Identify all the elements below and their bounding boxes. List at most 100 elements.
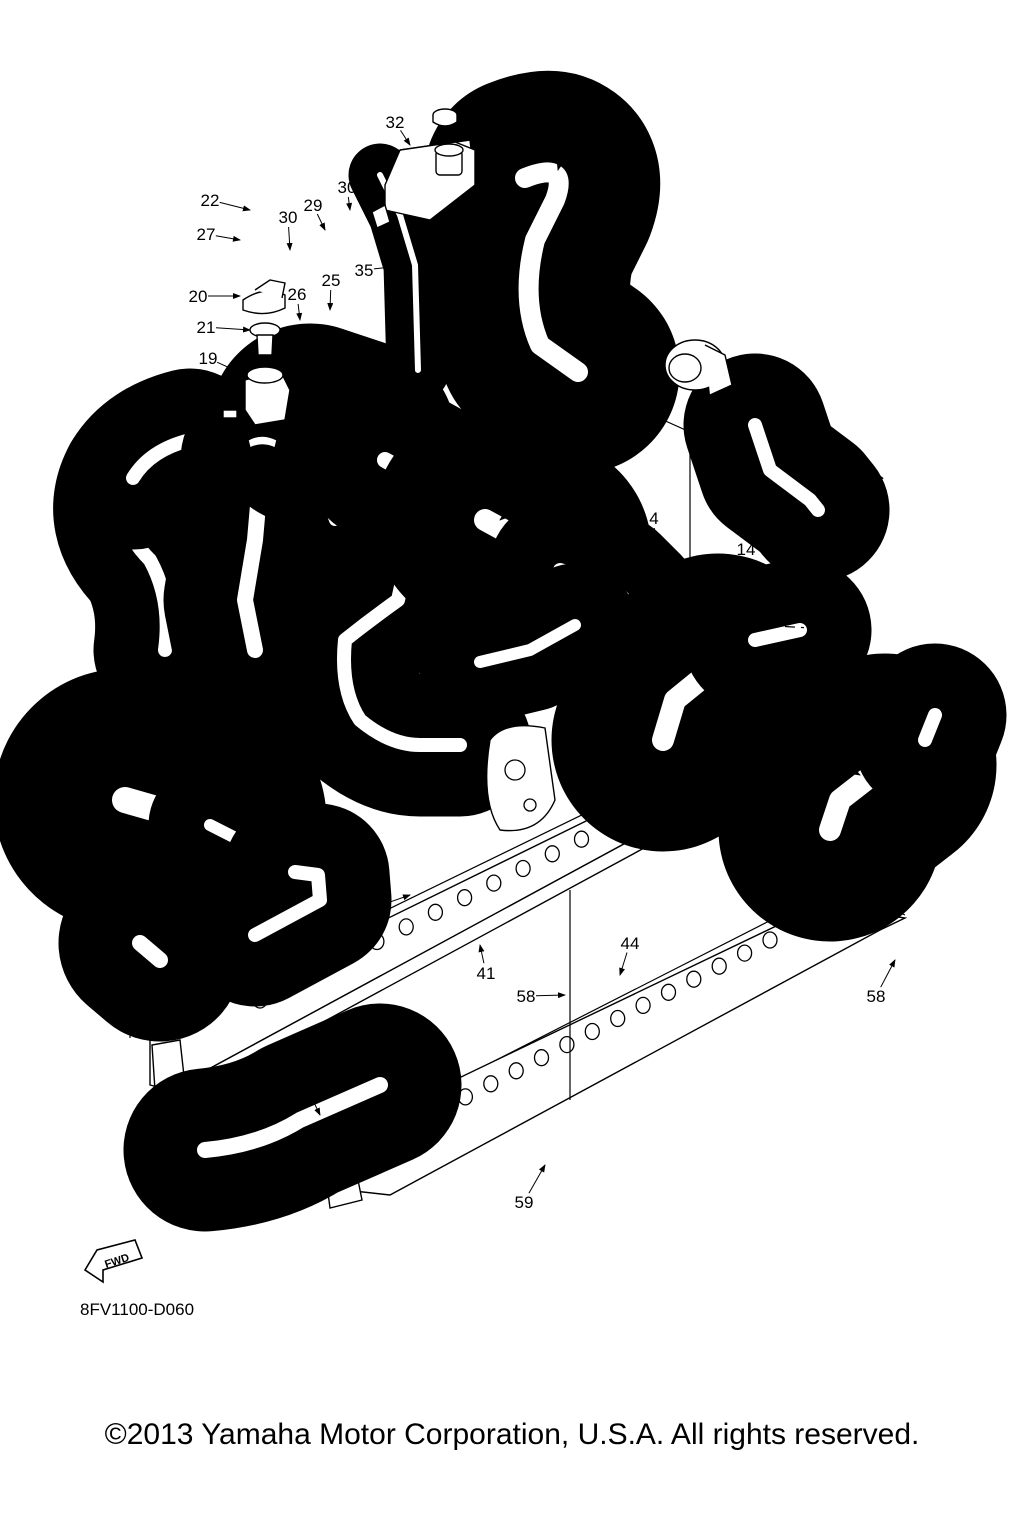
part-number-label: 34 bbox=[494, 282, 513, 301]
part-number-label: 51 bbox=[290, 781, 309, 800]
callout: 27 bbox=[197, 225, 241, 244]
callout: 2 bbox=[603, 527, 617, 571]
callout: 53 bbox=[134, 890, 153, 936]
part-number-label: 29 bbox=[304, 196, 323, 215]
callout: 56 bbox=[198, 662, 251, 681]
callout: 49 bbox=[249, 781, 270, 821]
part-number-label: 48 bbox=[200, 751, 219, 770]
part-number-label: 57 bbox=[261, 546, 280, 565]
part-number-label: 10 bbox=[456, 689, 475, 708]
callout: 33 bbox=[463, 249, 482, 294]
callout: 59 bbox=[515, 1164, 546, 1212]
part-number-label: 42 bbox=[728, 712, 747, 731]
part-number-label: 16 bbox=[759, 369, 778, 388]
callout: 55 bbox=[184, 538, 241, 557]
part-number-label: 49 bbox=[162, 752, 181, 771]
callout: 3 bbox=[449, 544, 480, 570]
callout: 40 bbox=[603, 318, 624, 366]
part-number-label: 3 bbox=[470, 551, 479, 570]
callout: 4 bbox=[649, 509, 659, 551]
part-number-label: 30 bbox=[279, 208, 298, 227]
callout: 3 bbox=[619, 633, 665, 652]
callout: 14 bbox=[737, 509, 755, 559]
callout: 37 bbox=[556, 119, 579, 171]
callout: 47 bbox=[199, 1085, 235, 1131]
callout: 13 bbox=[705, 421, 741, 461]
part-number-label: 23 bbox=[198, 377, 217, 396]
part-number-label: 59 bbox=[515, 1193, 534, 1212]
callout: 38 bbox=[497, 134, 516, 176]
part-number-label: 4 bbox=[479, 415, 488, 434]
part-number-label: 40 bbox=[605, 318, 624, 337]
callout: 18 bbox=[283, 444, 301, 475]
part-number-label: 49 bbox=[251, 781, 270, 800]
callout: 29 bbox=[304, 196, 326, 231]
part-number-label: 46 bbox=[217, 1085, 236, 1104]
part-number-label: 58 bbox=[517, 987, 536, 1006]
hose-upper-right bbox=[683, 558, 872, 712]
part-number-label: 60 bbox=[277, 500, 296, 519]
callout: 61 bbox=[349, 372, 399, 391]
part-number-label: 15 bbox=[137, 405, 156, 424]
callout: 30 bbox=[338, 178, 356, 211]
callout: 54 bbox=[179, 872, 203, 921]
callout: 60 bbox=[277, 499, 319, 519]
copyright-notice: ©2013 Yamaha Motor Corporation, U.S.A. A… bbox=[104, 1418, 920, 1451]
callout: 24 bbox=[349, 348, 397, 371]
callout: 48 bbox=[184, 751, 219, 791]
hose-37 bbox=[423, 71, 680, 474]
callout: 42 bbox=[821, 750, 861, 776]
part-number-label: 12 bbox=[794, 434, 813, 453]
callout: 16 bbox=[749, 369, 778, 401]
part-number-label: 61 bbox=[380, 372, 399, 391]
part-number-label: 24 bbox=[378, 348, 397, 367]
part-number-label: 18 bbox=[394, 411, 413, 430]
callout: 39 bbox=[599, 203, 649, 222]
part-number-label: 3 bbox=[655, 633, 664, 652]
part-number-label: 37 bbox=[560, 119, 579, 138]
part-number-label: 8 bbox=[538, 595, 547, 614]
callout: 26 bbox=[288, 285, 307, 321]
callout: 5 bbox=[499, 486, 535, 521]
callout: 6 bbox=[564, 506, 580, 551]
part-number-label: 38 bbox=[497, 134, 516, 153]
part-number-label: 28 bbox=[167, 391, 186, 410]
callout: 6 bbox=[479, 467, 504, 501]
callout: 45 bbox=[296, 1075, 321, 1116]
callout: 42 bbox=[709, 704, 747, 731]
hose-right-end bbox=[853, 643, 1007, 812]
elbow-52 bbox=[58, 861, 242, 1042]
part-number-label: 46 bbox=[387, 1018, 406, 1037]
part-number-label: 52 bbox=[334, 829, 353, 848]
part-number-label: 53 bbox=[134, 890, 153, 909]
part-number-label: 33 bbox=[463, 275, 482, 294]
hose-9 bbox=[272, 473, 532, 817]
part-number-label: 43 bbox=[868, 704, 887, 723]
part-number-label: 50 bbox=[88, 801, 107, 820]
callout: 43 bbox=[869, 838, 927, 857]
part-number-label: 19 bbox=[199, 349, 218, 368]
callout: 25 bbox=[322, 271, 340, 311]
callout: 10 bbox=[456, 689, 475, 736]
part-number-label: 35 bbox=[355, 261, 374, 280]
part-number-label: 41 bbox=[477, 964, 496, 983]
callout: 32 bbox=[386, 113, 411, 146]
callout: 9 bbox=[313, 571, 331, 621]
callout: 15 bbox=[137, 405, 156, 451]
part-number-label: 44 bbox=[621, 934, 640, 953]
water-pump-cover bbox=[486, 725, 556, 832]
part-number-label: 36 bbox=[440, 251, 459, 270]
callout: 16 bbox=[113, 651, 156, 670]
callout: 28 bbox=[167, 391, 201, 433]
callout: 57 bbox=[217, 454, 251, 486]
callout: 19 bbox=[199, 349, 246, 376]
part-number-label: 7 bbox=[545, 685, 554, 704]
part-number-label: 58 bbox=[643, 683, 662, 702]
hoses bbox=[0, 71, 1007, 1232]
hose-12 bbox=[683, 353, 890, 582]
part-number-label: 43 bbox=[724, 742, 743, 761]
part-number-label: 21 bbox=[197, 318, 216, 337]
part-number-label: 26 bbox=[288, 285, 307, 304]
callout: 31 bbox=[459, 103, 518, 122]
part-number-label: 58 bbox=[867, 987, 886, 1006]
